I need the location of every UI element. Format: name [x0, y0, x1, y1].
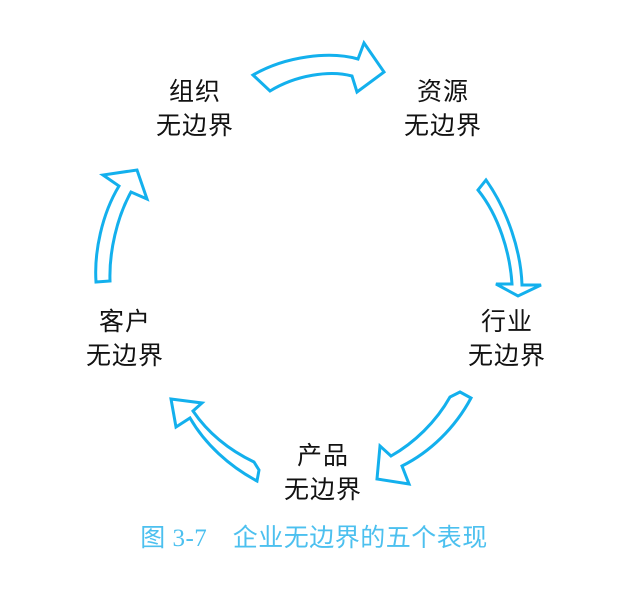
arrow-customer-to-organization-icon [94, 168, 150, 284]
node-resource-line2: 无边界 [403, 113, 482, 140]
node-product-line2: 无边界 [283, 477, 362, 504]
node-industry-line1: 行业 [480, 309, 533, 336]
node-product-line1: 产品 [296, 443, 349, 470]
node-label-product: 产品 无边界 [256, 440, 390, 508]
node-label-organization: 组织 无边界 [128, 76, 262, 144]
node-customer-line2: 无边界 [85, 343, 164, 370]
node-industry-line2: 无边界 [467, 343, 546, 370]
node-organization-line1: 组织 [168, 79, 221, 106]
arrow-organization-to-resource-icon [250, 39, 387, 95]
figure-caption: 图 3-7 企业无边界的五个表现 [140, 525, 488, 552]
node-label-resource: 资源 无边界 [376, 76, 510, 144]
node-resource-line1: 资源 [416, 79, 469, 106]
arrow-resource-to-industry-icon [476, 177, 542, 298]
node-label-customer: 客户 无边界 [58, 306, 192, 374]
node-label-industry: 行业 无边界 [440, 306, 574, 374]
arrow-product-to-customer-icon [169, 397, 261, 484]
arrow-industry-to-product-icon [375, 390, 474, 486]
node-customer-line1: 客户 [98, 309, 151, 336]
node-organization-line2: 无边界 [155, 113, 234, 140]
